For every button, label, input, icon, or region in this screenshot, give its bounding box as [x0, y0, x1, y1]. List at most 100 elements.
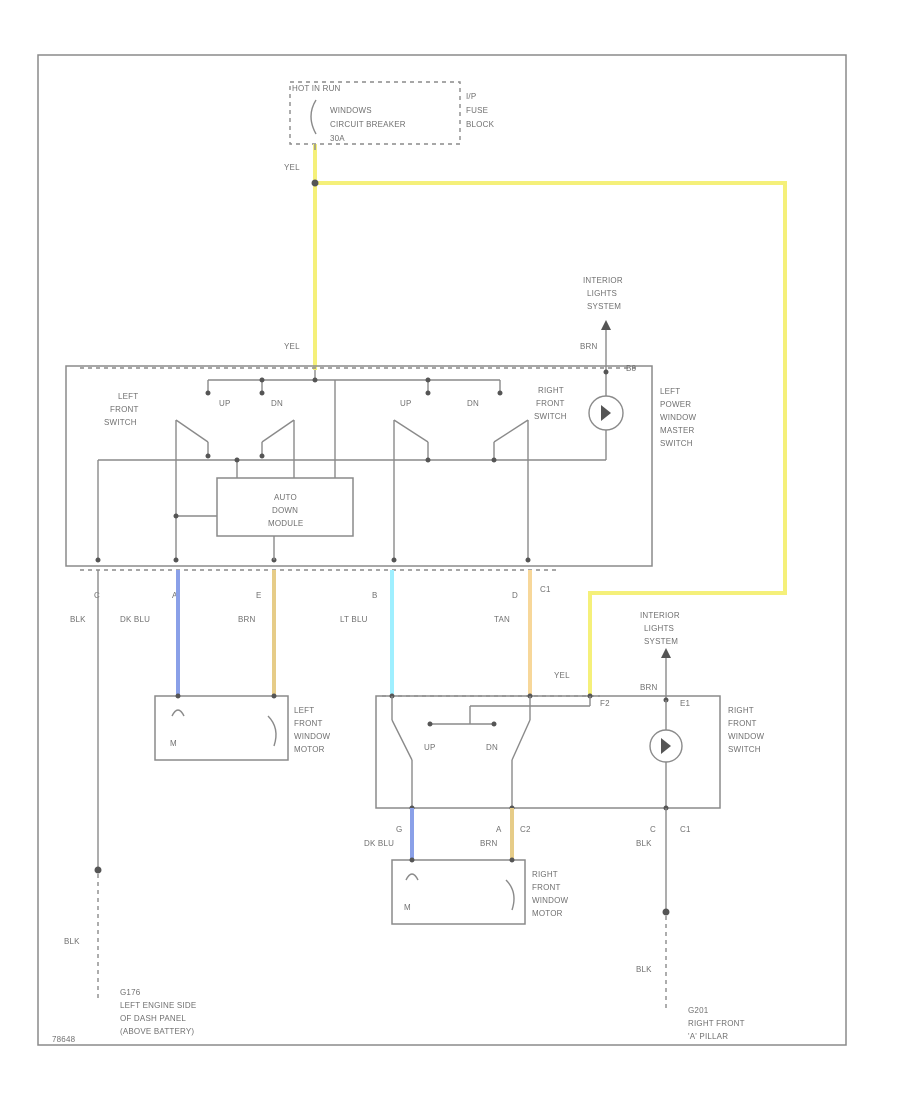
- right-switch-up-label: UP: [400, 399, 412, 408]
- pin-b-label: B: [372, 591, 378, 600]
- left-switch-up-contact: [175, 419, 209, 443]
- auto-down-label-2: DOWN: [272, 506, 298, 515]
- master-title-2: POWER: [660, 400, 691, 409]
- pin-a-label: A: [172, 591, 178, 600]
- fuse-block-outline: [289, 81, 461, 145]
- breaker-label-2: CIRCUIT BREAKER: [330, 120, 406, 129]
- left-motor-label-1: LEFT: [294, 706, 314, 715]
- right-pin-a-label: A: [496, 825, 502, 834]
- left-front-switch-label-1: LEFT: [118, 392, 138, 401]
- right-switch-dn-label: DN: [486, 743, 498, 752]
- circuit-breaker-symbol: [310, 99, 317, 135]
- right-connector-c2: C2: [520, 825, 531, 834]
- right-section-dn-contact: [493, 419, 529, 443]
- arrow-up-icon: [601, 320, 611, 330]
- master-title-3: WINDOW: [660, 413, 697, 422]
- left-front-window-motor: M LEFT FRONT WINDOW MOTOR: [154, 693, 331, 761]
- pin-e-label: E: [256, 591, 262, 600]
- right-motor-outline: [391, 859, 526, 925]
- right-connector-c1: C1: [680, 825, 691, 834]
- fuse-block-label-1: I/P: [466, 92, 476, 101]
- right-motor-label-4: MOTOR: [532, 909, 563, 918]
- ground-right-1: G201: [688, 1006, 709, 1015]
- master-title-5: SWITCH: [660, 439, 693, 448]
- right-front-window-motor: M RIGHT FRONT WINDOW MOTOR: [391, 857, 569, 925]
- yel-feed-wires: YEL YEL: [284, 144, 787, 695]
- right-switch-up-label: UP: [424, 743, 436, 752]
- right-pin-c-label: C: [650, 825, 656, 834]
- right-switch-dn-label: DN: [467, 399, 479, 408]
- master-connector-c1: C1: [540, 585, 551, 594]
- auto-down-label-1: AUTO: [274, 493, 297, 502]
- breaker-label-3: 30A: [330, 134, 345, 143]
- right-motor-m-icon: M: [404, 903, 411, 912]
- pin-c-label: C: [94, 591, 100, 600]
- fuse-block-label-3: BLOCK: [466, 120, 495, 129]
- right-switch-title-1: RIGHT: [728, 706, 754, 715]
- arrow-up-right-icon: [661, 648, 671, 658]
- wire-label-blk-right: BLK: [636, 839, 652, 848]
- yel-wire-to-right-switch: [315, 181, 787, 695]
- right-ground: BLK G201 RIGHT FRONT 'A' PILLAR: [636, 916, 745, 1041]
- yel-splice: [311, 179, 319, 187]
- breaker-label-1: WINDOWS: [330, 106, 372, 115]
- diagram-frame: [37, 54, 847, 1046]
- right-front-switch-label-3: SWITCH: [534, 412, 567, 421]
- left-ground-splice: [94, 866, 102, 874]
- interior-lights-top: INTERIOR LIGHTS SYSTEM BRN: [580, 276, 623, 372]
- right-pin-g-label: G: [396, 825, 402, 834]
- right-motor-label-3: WINDOW: [532, 896, 569, 905]
- right-switch-pin-e1: E1: [680, 699, 691, 708]
- right-front-switch-label-2: FRONT: [536, 399, 565, 408]
- right-switch-output-wires: G A C2 C C1 DK BLU BRN BLK: [364, 808, 691, 916]
- left-front-switch-label-3: SWITCH: [104, 418, 137, 427]
- right-switch-outline: [375, 695, 721, 809]
- wire-label-brn-right-motor: BRN: [480, 839, 498, 848]
- right-switch-title-2: FRONT: [728, 719, 757, 728]
- interior-lights-right-2: LIGHTS: [644, 624, 674, 633]
- ground-left-1: G176: [120, 988, 141, 997]
- wire-label-brn-e: BRN: [238, 615, 256, 624]
- left-ground: BLK G176 LEFT ENGINE SIDE OF DASH PANEL …: [64, 866, 196, 1036]
- master-output-wires: C A E B D C1 BLK DK BLU BRN LT BLU TAN: [70, 570, 551, 870]
- master-pin-top: B8: [626, 364, 637, 373]
- interior-lights-right-1: INTERIOR: [640, 611, 680, 620]
- master-switch-outline: [65, 365, 653, 567]
- left-motor-label-3: WINDOW: [294, 732, 331, 741]
- right-front-switch-label-1: RIGHT: [538, 386, 564, 395]
- figure-id: 78648: [52, 1035, 76, 1044]
- ground-right-3: 'A' PILLAR: [688, 1032, 728, 1041]
- right-front-window-switch: YEL F2 E1 UP DN RIGHT FRONT WINDOW SWITC…: [375, 671, 764, 811]
- left-motor-m-icon: M: [170, 739, 177, 748]
- left-switch-up-label: UP: [219, 399, 231, 408]
- right-motor-label-1: RIGHT: [532, 870, 558, 879]
- left-front-switch-label-2: FRONT: [110, 405, 139, 414]
- interior-lights-top-3: SYSTEM: [587, 302, 621, 311]
- ground-left-4: (ABOVE BATTERY): [120, 1027, 194, 1036]
- wire-label-tan-d: TAN: [494, 615, 510, 624]
- interior-lights-top-1: INTERIOR: [583, 276, 623, 285]
- wire-label-dk-blu-right: DK BLU: [364, 839, 394, 848]
- master-title-1: LEFT: [660, 387, 680, 396]
- left-motor-brush-icon: [171, 709, 185, 717]
- wire-label-blk-right-ground: BLK: [636, 965, 652, 974]
- fuse-header: HOT IN RUN: [292, 84, 341, 93]
- master-switch: B8 LEFT FRONT SWITCH UP DN: [65, 364, 697, 571]
- wire-label-brn-right: BRN: [640, 683, 658, 692]
- fuse-block: HOT IN RUN WINDOWS CIRCUIT BREAKER 30A I…: [289, 81, 495, 145]
- wire-label-yel-right: YEL: [554, 671, 570, 680]
- left-motor-label-2: FRONT: [294, 719, 323, 728]
- ground-left-3: OF DASH PANEL: [120, 1014, 186, 1023]
- wire-label-yel-top: YEL: [284, 163, 300, 172]
- left-motor-outline: [154, 695, 289, 761]
- right-section-up-contact: [393, 419, 429, 443]
- pin-d-label: D: [512, 591, 518, 600]
- wire-label-yel-master: YEL: [284, 342, 300, 351]
- right-switch-dn-contact: [511, 719, 531, 761]
- left-switch-dn-contact: [261, 419, 295, 443]
- right-ground-splice: [662, 908, 670, 916]
- wire-label-blk-left-ground: BLK: [64, 937, 80, 946]
- right-switch-up-contact: [391, 719, 413, 761]
- ground-right-2: RIGHT FRONT: [688, 1019, 745, 1028]
- right-motor-label-2: FRONT: [532, 883, 561, 892]
